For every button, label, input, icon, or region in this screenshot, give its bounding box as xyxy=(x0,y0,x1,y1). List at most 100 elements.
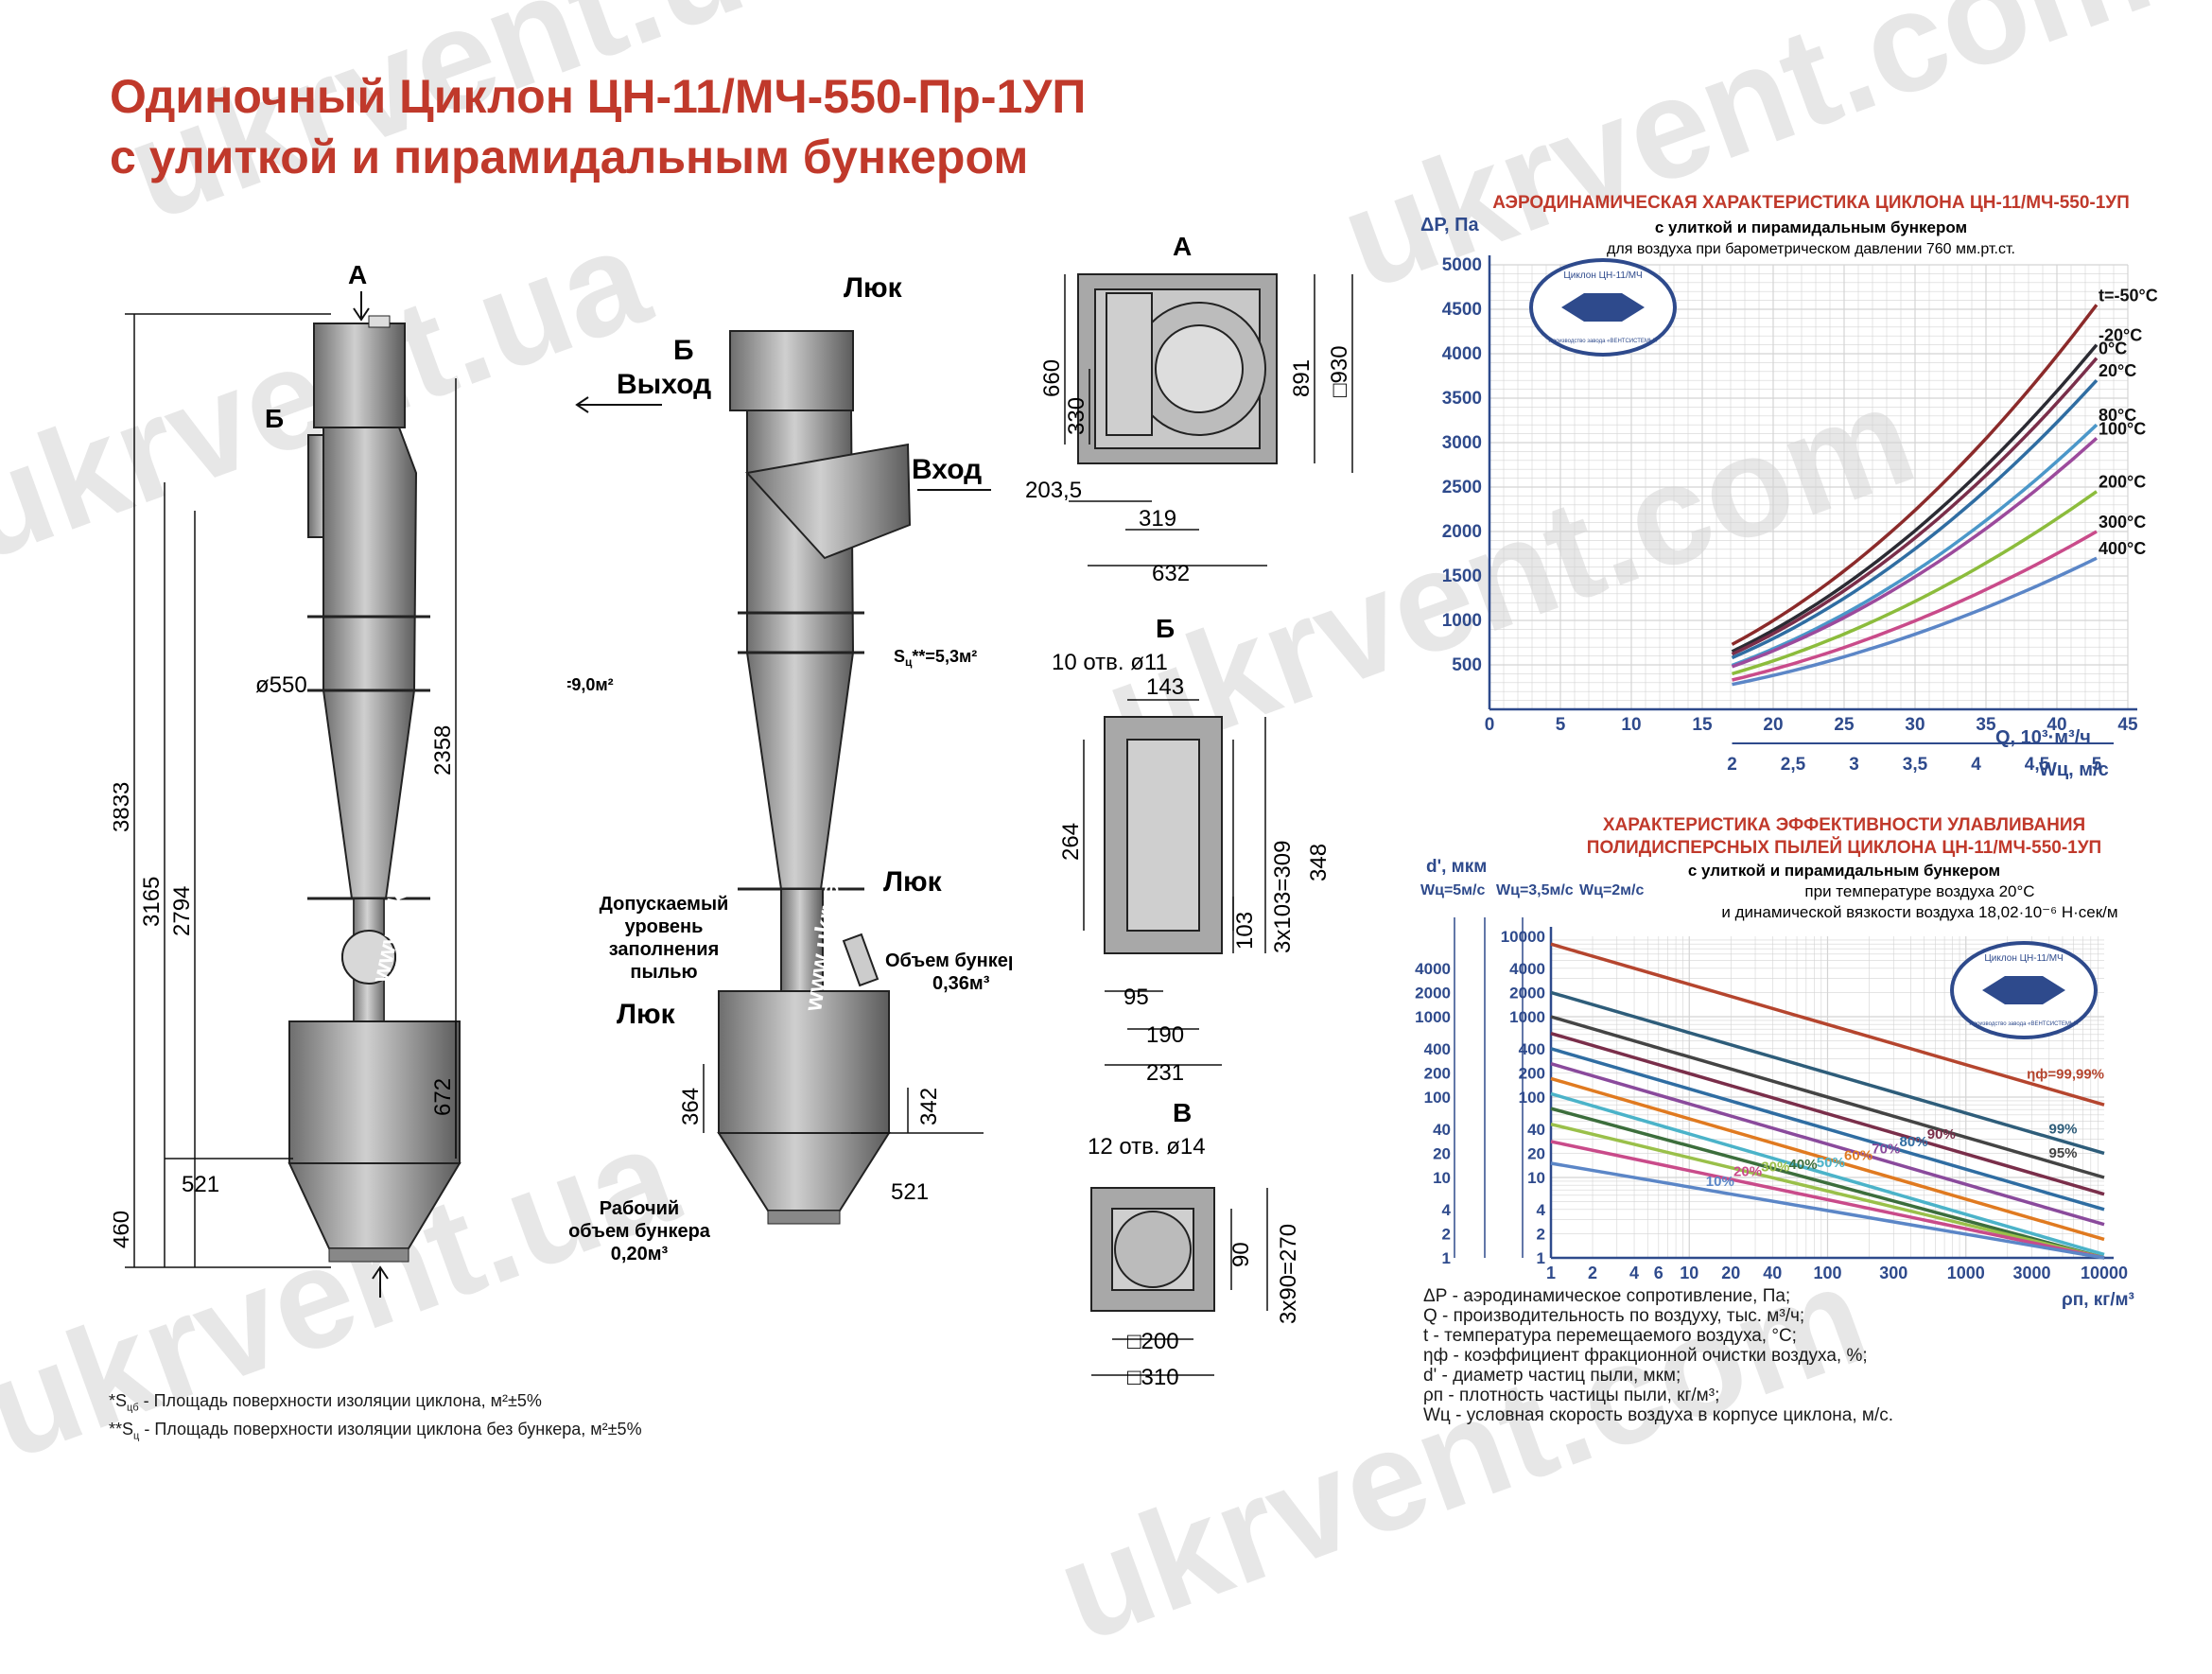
series-label: 30% xyxy=(1761,1159,1789,1175)
svg-text:0,36м³: 0,36м³ xyxy=(932,973,990,994)
company-logo: Циклон ЦН-11/МЧ Производство завода «ВЕН… xyxy=(1950,941,2098,1039)
x-tick-label: 40 xyxy=(1763,1264,1782,1282)
y-tick-label: 100 xyxy=(1424,1089,1451,1107)
series-label: -20°C xyxy=(2099,326,2142,345)
chart-legend: ΔР - аэродинамическое сопротивление, Па;… xyxy=(1423,1286,1893,1425)
chart2-title: ХАРАКТЕРИСТИКА ЭФФЕКТИВНОСТИ УЛАВЛИВАНИЯ xyxy=(1603,815,2085,835)
series-line xyxy=(1550,1091,2105,1257)
series-label: 50% xyxy=(1817,1155,1845,1171)
x-tick-label: 45 xyxy=(2117,715,2138,735)
y-tick-label: 2 xyxy=(1537,1225,1545,1243)
svg-text:Объем бункера: Объем бункера xyxy=(885,950,1012,971)
dim-521: 521 xyxy=(182,1172,219,1197)
dim-143: 143 xyxy=(1146,674,1184,700)
dim-200: □200 xyxy=(1127,1329,1179,1354)
series-line xyxy=(1731,343,2099,654)
svg-text:Рабочий: Рабочий xyxy=(600,1198,679,1219)
x-tick-label: 100 xyxy=(1813,1264,1841,1282)
y-tick-label: 3500 xyxy=(1442,389,1482,409)
series-line xyxy=(1550,1076,2105,1242)
legend-item: d' - диаметр частиц пыли, мкм; xyxy=(1423,1366,1681,1386)
x-tick-label: 1 xyxy=(1546,1264,1556,1282)
svg-text:уровень: уровень xyxy=(625,916,704,937)
view-v: В 12 отв. ø14 90 3x90=270 □200 □310 xyxy=(1088,1098,1301,1390)
dim-891: 891 xyxy=(1289,359,1315,397)
svg-text:Циклон ЦН-11/МЧ: Циклон ЦН-11/МЧ xyxy=(1563,270,1642,281)
x-tick-label: 1000 xyxy=(1947,1264,1985,1282)
outlet-label: Выход xyxy=(617,369,711,400)
series-label: t=-50°C xyxy=(2099,286,2158,305)
dust-level-label: Допускаемый уровень заполнения пылью xyxy=(600,894,729,983)
x2-tick-label: 3 xyxy=(1849,755,1859,775)
series-label: 80% xyxy=(1900,1134,1928,1150)
y-tick-label: 20 xyxy=(1433,1144,1451,1162)
y-tick-label: 1 xyxy=(1442,1249,1451,1267)
work-volume-label: Рабочий объем бункера 0,20м³ xyxy=(568,1198,711,1264)
title-line-2: с улиткой и пирамидальным бункером xyxy=(110,131,1029,183)
series-line xyxy=(1550,1015,2105,1179)
y-tick-label: 1500 xyxy=(1442,567,1482,586)
x2-tick-label: 3,5 xyxy=(1903,755,1928,775)
svg-text:Допускаемый: Допускаемый xyxy=(600,894,729,915)
chart1-subtitle: с улиткой и пирамидальным бункером xyxy=(1655,218,1967,236)
view-b: Б 10 отв. ø11 143 264 3x103=309 348 103 … xyxy=(1052,614,1332,1086)
legend-item: ρп - плотность частицы пыли, кг/м³; xyxy=(1423,1386,1720,1405)
dim-460: 460 xyxy=(113,1211,134,1248)
series-label: 300°C xyxy=(2099,513,2146,532)
y-tick-label: 1000 xyxy=(1509,1008,1545,1026)
series-line xyxy=(1550,1031,2105,1196)
y-tick-label: 400 xyxy=(1424,1040,1451,1058)
holes-label-b: 10 отв. ø11 xyxy=(1052,650,1168,675)
cyclone-cylinder xyxy=(322,427,418,691)
marker-v: В xyxy=(397,1300,416,1305)
dim-330: 330 xyxy=(1064,397,1089,435)
footnotes: *Sцб - Площадь поверхности изоляции цикл… xyxy=(109,1390,642,1446)
svg-text:объем бункера: объем бункера xyxy=(568,1221,711,1242)
aerodynamic-chart: АЭРОДИНАМИЧЕСКАЯ ХАРАКТЕРИСТИКА ЦИКЛОНА … xyxy=(1420,193,2158,780)
y-tick-label: 200 xyxy=(1519,1064,1545,1082)
legend-item: t - температура перемещаемого воздуха, °… xyxy=(1423,1326,1797,1346)
x-tick-label: 2 xyxy=(1588,1264,1597,1282)
x2-tick-label: 2 xyxy=(1727,755,1737,775)
legend-item: ΔР - аэродинамическое сопротивление, Па; xyxy=(1423,1286,1791,1306)
footnote-2: **Sц - Площадь поверхности изоляции цикл… xyxy=(109,1419,642,1442)
series-label: 20% xyxy=(1733,1164,1762,1180)
dim-309: 3x103=309 xyxy=(1270,841,1296,953)
x-tick-label: 35 xyxy=(1976,715,1996,735)
series-line xyxy=(1550,1047,2105,1212)
hopper-cone xyxy=(287,1162,462,1249)
inlet-label: Вход xyxy=(912,454,982,485)
x-tick-label: 0 xyxy=(1485,715,1495,735)
hopper-volume-label: Объем бункера 0,36м³ xyxy=(885,950,1012,994)
x2-tick-label: 4,5 xyxy=(2025,755,2050,775)
hatch-mid-label: Люк xyxy=(883,866,943,898)
x-tick-label: 20 xyxy=(1721,1264,1740,1282)
x-tick-label: 30 xyxy=(1905,715,1925,735)
x-tick-label: 10 xyxy=(1680,1264,1698,1282)
y-tick-label: 200 xyxy=(1424,1064,1451,1082)
dim-90: 90 xyxy=(1228,1242,1254,1267)
y-tick-label: 4000 xyxy=(1415,960,1451,978)
x2-tick-label: 4 xyxy=(1971,755,1981,775)
dim-930: □930 xyxy=(1327,345,1352,397)
series-line xyxy=(1732,530,2098,682)
dim-310: □310 xyxy=(1127,1365,1179,1390)
dim-348: 348 xyxy=(1306,844,1332,881)
area-full-label: Sцб*=9,0м² xyxy=(567,675,614,697)
y-tick-label: 10000 xyxy=(1501,928,1545,946)
legend-item: Wц - условная скорость воздуха в корпусе… xyxy=(1423,1405,1894,1425)
chart2-col-3: Wц=2м/с xyxy=(1579,882,1644,898)
y-tick-label: 4000 xyxy=(1509,960,1545,978)
series-label: 60% xyxy=(1844,1148,1872,1164)
series-label: ηф=99,99% xyxy=(2027,1066,2104,1082)
company-logo: Циклон ЦН-11/МЧ Производство завода «ВЕН… xyxy=(1529,258,1677,357)
chart1-title: АЭРОДИНАМИЧЕСКАЯ ХАРАКТЕРИСТИКА ЦИКЛОНА … xyxy=(1492,193,2130,213)
y-tick-label: 10 xyxy=(1527,1169,1545,1187)
y-tick-label: 4 xyxy=(1537,1201,1546,1219)
legend-item: ηф - коэффициент фракционной очистки воз… xyxy=(1423,1346,1868,1366)
y-tick-label: 40 xyxy=(1433,1121,1451,1139)
series-line xyxy=(1731,436,2099,669)
y-tick-label: 40 xyxy=(1527,1121,1545,1139)
dim-231: 231 xyxy=(1146,1060,1184,1086)
view-b-label: Б xyxy=(1156,614,1175,643)
